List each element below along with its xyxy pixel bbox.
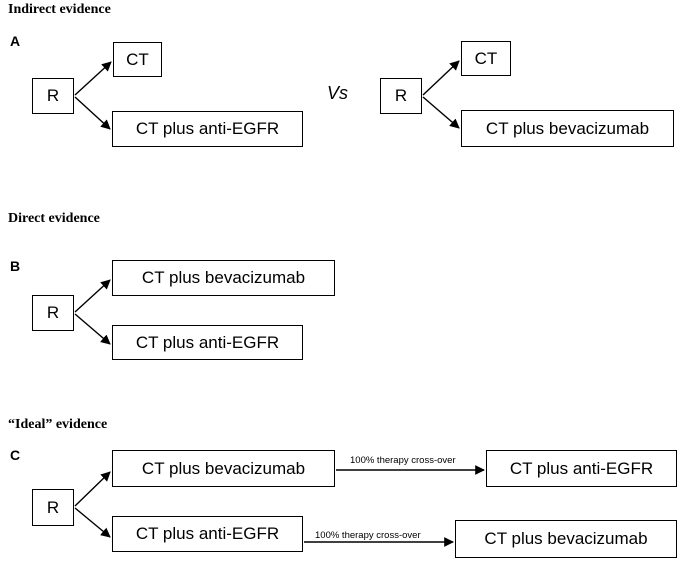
arrow-b-to-bevacizumab	[74, 279, 111, 313]
crossover-label-2: 100% therapy cross-over	[315, 530, 421, 541]
ct-anti-egfr-arm-box-b: CT plus anti-EGFR	[112, 325, 303, 360]
arrow-a-left-to-anti-egfr	[74, 96, 111, 130]
arrow-b-to-anti-egfr	[74, 313, 111, 345]
ct-bevacizumab-arm-box-c: CT plus bevacizumab	[112, 450, 335, 487]
randomization-box-a-right: R	[380, 78, 422, 114]
ct-anti-egfr-arm-box-c: CT plus anti-EGFR	[112, 516, 303, 552]
ct-arm-box-a-left: CT	[113, 42, 162, 77]
ct-bevacizumab-arm-box-b: CT plus bevacizumab	[112, 260, 335, 296]
crossover-target-anti-egfr-box: CT plus anti-EGFR	[486, 450, 677, 487]
crossover-label-1: 100% therapy cross-over	[350, 455, 456, 466]
panel-c-letter: C	[10, 447, 21, 463]
randomization-box-c: R	[32, 489, 74, 526]
panel-a-letter: A	[10, 33, 21, 49]
crossover-target-bevacizumab-box: CT plus bevacizumab	[455, 520, 677, 558]
ct-arm-box-a-right: CT	[461, 41, 511, 76]
randomization-box-b: R	[32, 295, 74, 331]
versus-label: Vs	[327, 83, 349, 103]
arrow-a-right-to-ct	[422, 60, 460, 96]
ideal-evidence-heading: “Ideal” evidence	[8, 417, 108, 432]
arrow-a-left-to-ct	[74, 61, 112, 96]
indirect-evidence-heading: Indirect evidence	[8, 2, 111, 17]
panel-b-letter: B	[10, 258, 21, 274]
arrow-a-right-to-bevacizumab	[422, 96, 460, 129]
arrow-c-to-anti-egfr	[74, 507, 111, 538]
randomization-box-a-left: R	[32, 78, 74, 114]
direct-evidence-heading: Direct evidence	[8, 211, 100, 226]
arrow-c-to-bevacizumab	[74, 471, 111, 507]
ct-bevacizumab-arm-box-a: CT plus bevacizumab	[461, 110, 674, 147]
ct-anti-egfr-arm-box-a: CT plus anti-EGFR	[112, 111, 303, 147]
